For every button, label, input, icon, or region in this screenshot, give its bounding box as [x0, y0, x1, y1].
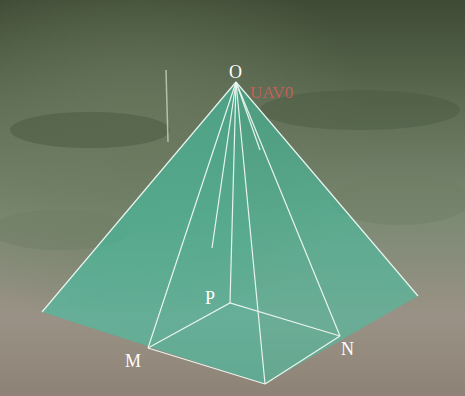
- point-label: M: [125, 352, 141, 370]
- uav-label: UAV0: [250, 84, 293, 101]
- point-label: N: [341, 340, 354, 358]
- point-label: P: [205, 289, 215, 307]
- vertex-label: O: [229, 63, 242, 81]
